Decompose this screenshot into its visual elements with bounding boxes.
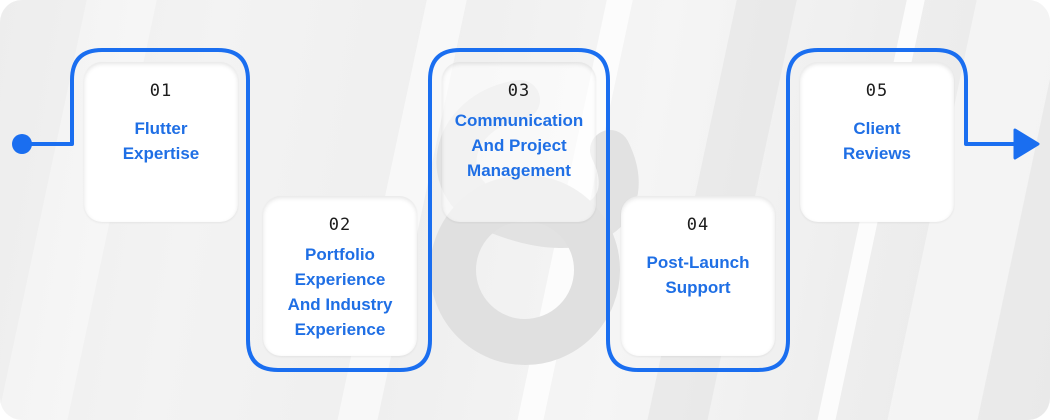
step-card-4: 04 Post-Launch Support	[621, 196, 775, 356]
step-card-2: 02 Portfolio Experience And Industry Exp…	[263, 196, 417, 356]
step-title-line: And Industry	[287, 295, 393, 314]
step-title-line: Client	[853, 119, 901, 138]
step-title-line: Experience	[294, 270, 386, 289]
step-number: 01	[149, 81, 173, 101]
step-title-line: Communication	[454, 111, 584, 130]
step-card-1: 01 Flutter Expertise	[84, 62, 238, 222]
step-number: 03	[507, 81, 531, 101]
step-number: 02	[328, 215, 352, 235]
end-arrow-icon	[1013, 128, 1040, 160]
step-title: Flutter Expertise	[123, 116, 200, 166]
step-title: Client Reviews	[843, 116, 911, 166]
step-title-line: Management	[467, 161, 571, 180]
step-card-5: 05 Client Reviews	[800, 62, 954, 222]
step-number: 04	[686, 215, 710, 235]
step-title-line: Experience	[294, 320, 386, 339]
step-title: Post-Launch Support	[647, 250, 750, 300]
step-title-line: Post-Launch	[646, 253, 750, 272]
step-title: Portfolio Experience And Industry Experi…	[288, 242, 393, 342]
step-title-line: Flutter	[134, 119, 188, 138]
step-title-line: And Project	[471, 136, 567, 155]
step-title: Communication And Project Management	[455, 108, 583, 183]
step-title-line: Reviews	[842, 144, 912, 163]
step-card-3: 03 Communication And Project Management	[442, 62, 596, 222]
step-title-line: Expertise	[122, 144, 200, 163]
start-dot-icon	[12, 134, 32, 154]
step-number: 05	[865, 81, 889, 101]
step-title-line: Portfolio	[305, 245, 375, 264]
step-title-line: Support	[665, 278, 731, 297]
